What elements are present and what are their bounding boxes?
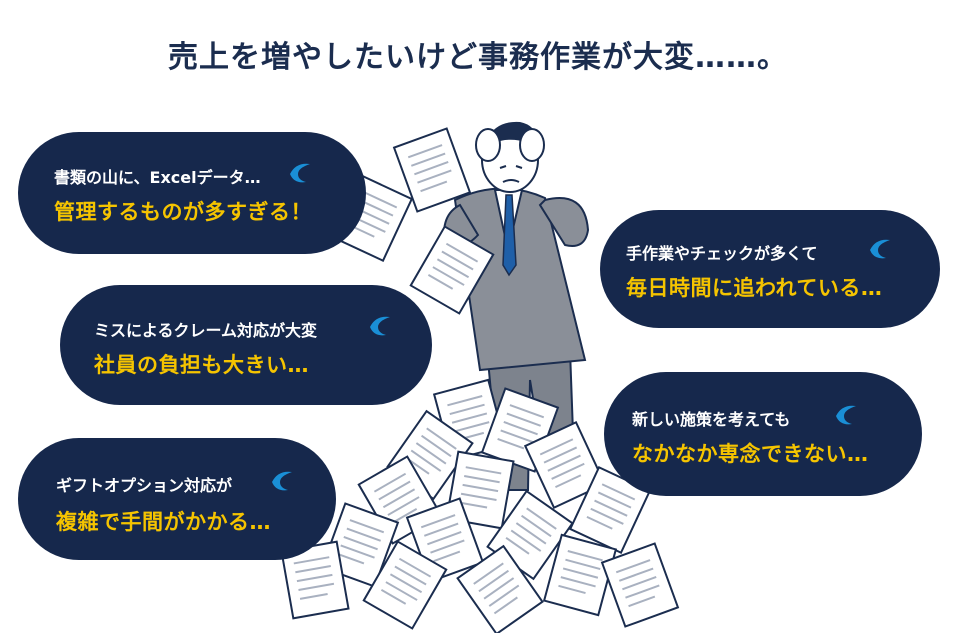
bubble-manual-line2: 毎日時間に追われている… xyxy=(626,276,883,300)
businessman xyxy=(443,121,590,492)
bubble-excel: 書類の山に、Excelデータ… 管理するものが多すぎる！ xyxy=(18,132,366,254)
page-title: 売上を増やしたいけど事務作業が大変……。 xyxy=(168,40,788,75)
sweat-drop-icon xyxy=(836,405,856,425)
bubble-measures-line2: なかなか専念できない… xyxy=(632,442,869,466)
bubble-manual: 手作業やチェックが多くて 毎日時間に追われている… xyxy=(600,210,940,328)
bubble-measures: 新しい施策を考えても なかなか専念できない… xyxy=(604,372,922,496)
sweat-drop-icon xyxy=(272,471,292,491)
bubble-claims-line1: ミスによるクレーム対応が大変 xyxy=(94,321,318,340)
bubble-gift-line2: 複雑で手間がかかる… xyxy=(56,510,271,534)
bubble-claims: ミスによるクレーム対応が大変 社員の負担も大きい… xyxy=(60,285,432,405)
sweat-drop-icon xyxy=(290,163,310,183)
bubble-manual-line1: 手作業やチェックが多くて xyxy=(626,244,818,263)
bubble-gift: ギフトオプション対応が 複雑で手間がかかる… xyxy=(18,438,336,560)
bubble-gift-line1: ギフトオプション対応が xyxy=(56,476,233,495)
bubble-excel-line2: 管理するものが多すぎる！ xyxy=(54,200,312,224)
bubble-measures-line1: 新しい施策を考えても xyxy=(632,410,791,429)
sweat-drop-icon xyxy=(370,316,390,336)
bubble-claims-line2: 社員の負担も大きい… xyxy=(94,353,309,377)
sweat-drop-icon xyxy=(870,239,890,259)
bubble-excel-line1: 書類の山に、Excelデータ… xyxy=(54,168,261,187)
